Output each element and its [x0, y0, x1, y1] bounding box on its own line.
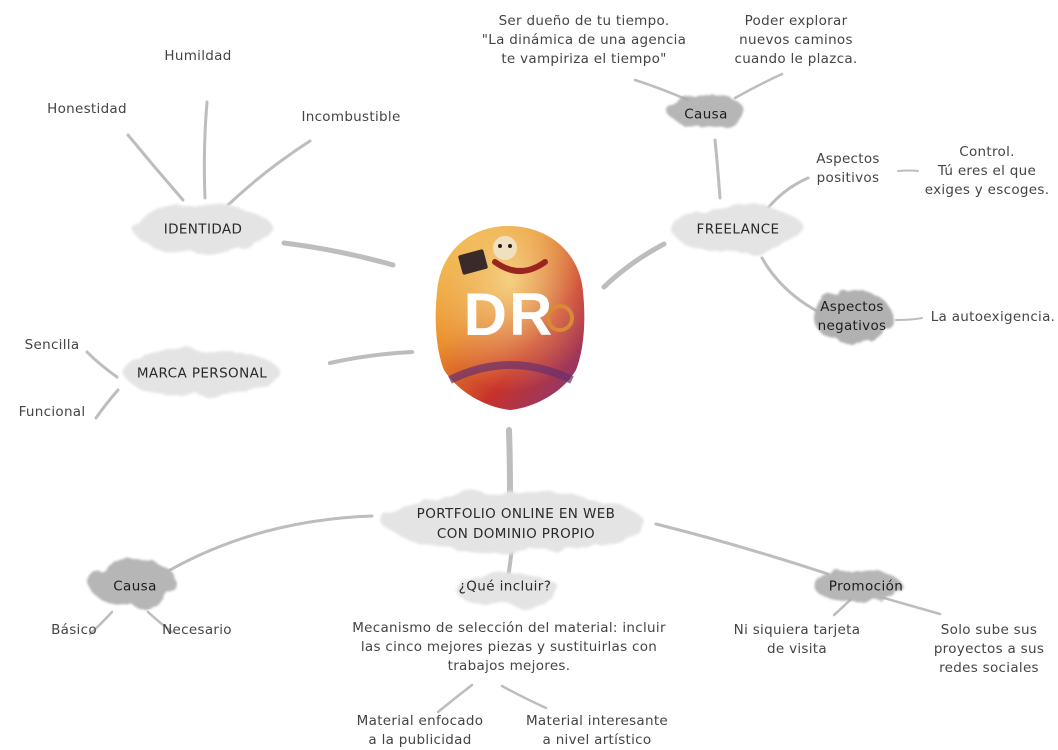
redes-line-2: proyectos a sus — [933, 641, 1045, 657]
reason-1-line-1: Ser dueño de tu tiempo. — [498, 13, 670, 29]
sub-2-line-1: Material interesante — [525, 713, 669, 729]
portfolio-line-1: PORTFOLIO ONLINE EN WEB — [416, 506, 616, 522]
cloud-shapes-light — [124, 205, 804, 606]
causa-necesario: Necesario — [162, 622, 232, 638]
marca-sencilla: Sencilla — [24, 337, 80, 353]
reason-2-line-1: Poder explorar — [744, 13, 848, 29]
freelance-causa-reason-1: Ser dueño de tu tiempo. "La dinámica de … — [482, 12, 686, 69]
freelance-negativos-detail: La autoexigencia. — [930, 309, 1056, 325]
node-marca-personal: MARCA PERSONAL — [136, 365, 268, 382]
identidad-humildad: Humildad — [164, 48, 232, 64]
incluir-sub-artistico: Material interesante a nivel artístico — [526, 712, 668, 750]
identidad-incombustible: Incombustible — [301, 109, 401, 125]
node-promocion: Promoción — [828, 578, 904, 595]
node-que-incluir: ¿Qué incluir? — [458, 578, 552, 595]
redes-line-1: Solo sube sus — [940, 622, 1038, 638]
node-freelance-causa: Causa — [684, 106, 728, 123]
sub-2-line-2: a nivel artístico — [542, 732, 652, 748]
positivos-line-2: positivos — [816, 170, 880, 186]
negativos-line-1: Aspectos — [820, 299, 884, 315]
sub-1-line-1: Material enfocado — [356, 713, 484, 729]
promocion-redes: Solo sube sus proyectos a sus redes soci… — [934, 621, 1044, 678]
identidad-honestidad: Honestidad — [47, 101, 127, 117]
node-portfolio-causa: Causa — [113, 578, 157, 595]
incluir-detail-line-3: trabajos mejores. — [447, 658, 571, 674]
marca-funcional: Funcional — [18, 404, 86, 420]
node-portfolio: PORTFOLIO ONLINE EN WEB CON DOMINIO PROP… — [417, 504, 616, 544]
incluir-detail-line-1: Mecanismo de selección del material: inc… — [352, 620, 666, 636]
portfolio-line-2: CON DOMINIO PROPIO — [436, 526, 596, 542]
node-identidad: IDENTIDAD — [163, 221, 243, 238]
positivos-detail-line-2: Tú eres el que — [937, 163, 1037, 179]
tarjeta-line-2: de visita — [767, 641, 827, 657]
tarjeta-line-1: Ni siquiera tarjeta — [733, 622, 861, 638]
cloud-shapes-dark — [89, 94, 902, 607]
causa-basico: Básico — [51, 622, 97, 638]
incluir-detail: Mecanismo de selección del material: inc… — [352, 619, 666, 676]
promocion-tarjeta: Ni siquiera tarjeta de visita — [734, 621, 861, 659]
sub-1-line-2: a la publicidad — [368, 732, 472, 748]
freelance-positivos-detail: Control. Tú eres el que exiges y escoges… — [925, 143, 1050, 200]
reason-2-line-3: cuando le plazca. — [734, 51, 858, 67]
logo-monogram: DR — [463, 281, 555, 348]
node-freelance: FREELANCE — [696, 221, 780, 238]
freelance-aspectos-negativos: Aspectos negativos — [818, 298, 887, 336]
reason-2-line-2: nuevos caminos — [739, 32, 853, 48]
redes-line-3: redes sociales — [939, 660, 1039, 676]
branch-lines — [85, 72, 942, 714]
positivos-detail-line-3: exiges y escoges. — [924, 182, 1050, 198]
positivos-line-1: Aspectos — [816, 151, 880, 167]
positivos-detail-line-1: Control. — [959, 144, 1015, 160]
freelance-causa-reason-2: Poder explorar nuevos caminos cuando le … — [734, 12, 857, 69]
reason-1-line-3: te vampiriza el tiempo" — [501, 51, 667, 67]
freelance-aspectos-positivos: Aspectos positivos — [816, 150, 880, 188]
dr-logo — [435, 226, 585, 410]
incluir-sub-publicidad: Material enfocado a la publicidad — [357, 712, 484, 750]
reason-1-line-2: "La dinámica de una agencia — [481, 32, 687, 48]
incluir-detail-line-2: las cinco mejores piezas y sustituirlas … — [360, 639, 658, 655]
negativos-line-2: negativos — [817, 318, 887, 334]
